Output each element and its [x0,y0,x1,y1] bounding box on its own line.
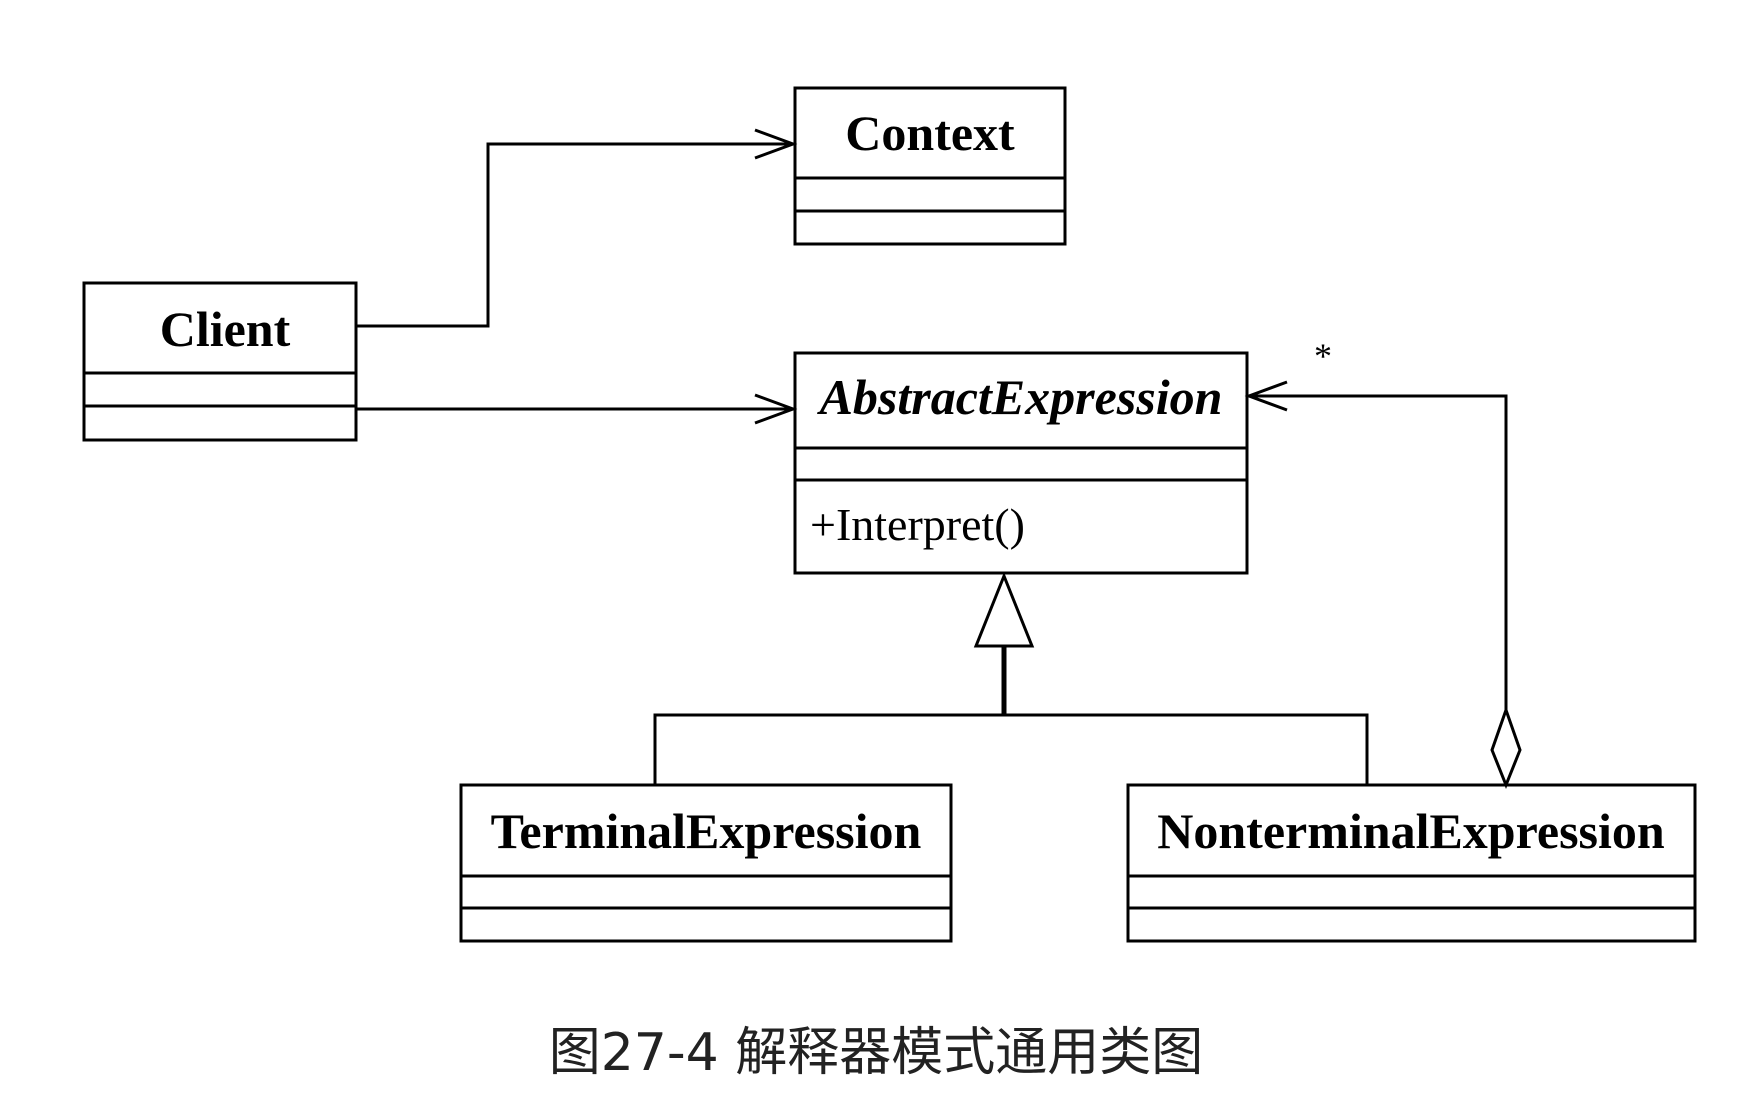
class-terminal-expression-name: TerminalExpression [491,803,922,859]
class-terminal-expression [459,783,953,943]
aggregation-arrowhead [1244,380,1288,412]
association-client-context-line [356,142,793,328]
operation-interpret: +Interpret() [810,499,1025,550]
class-nonterminal-expression [1126,783,1697,943]
generalization-branch-line [653,713,1369,785]
class-context-name: Context [845,105,1015,161]
class-client [82,281,358,442]
class-context-box [793,86,1067,246]
class-nonterminal-expression-name: NonterminalExpression [1157,803,1665,859]
class-nonterminal-expression-box [1126,783,1697,943]
class-context [793,86,1067,246]
aggregation-line [1249,394,1508,710]
class-client-box [82,281,358,442]
class-client-name: Client [160,301,291,357]
class-abstract-expression-name: AbstractExpression [817,369,1223,425]
figure-caption: 图27-4 解释器模式通用类图 [548,1023,1204,1083]
class-abstract-expression-box [793,351,1249,575]
generalization-triangle [973,571,1035,648]
association-client-context-arrowhead [754,128,798,160]
class-abstract-expression [793,351,1249,575]
class-terminal-expression-box [459,783,953,943]
aggregation-diamond [1490,705,1522,790]
aggregation-multiplicity: * [1314,336,1332,376]
association-client-abstract-arrowhead [754,393,798,425]
